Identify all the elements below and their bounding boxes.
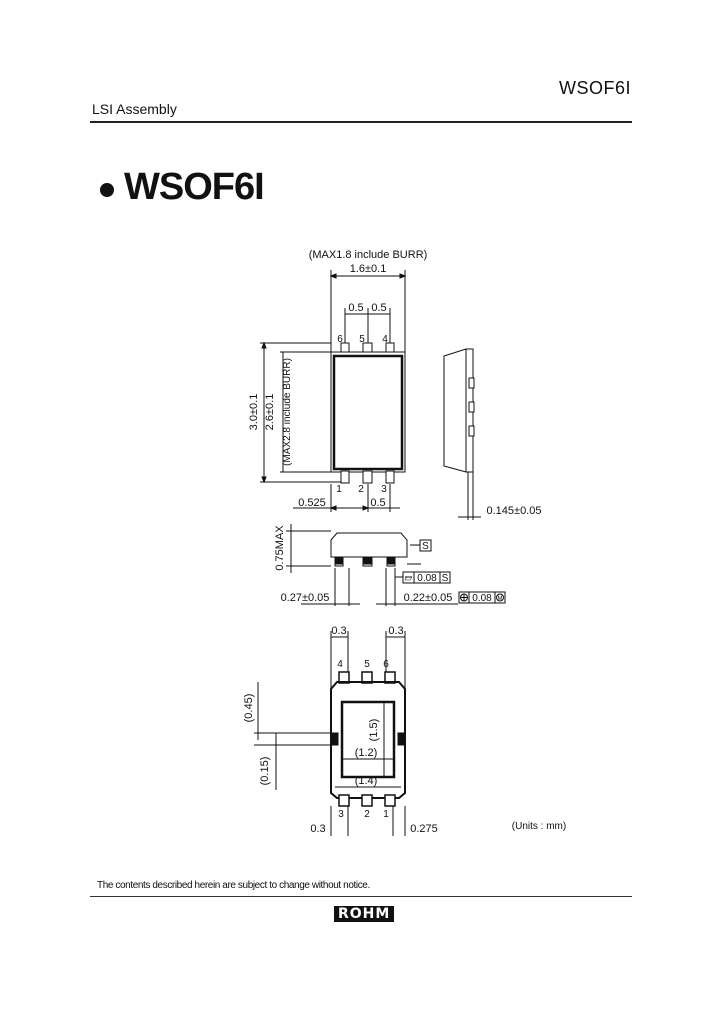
flatness-symbol: ⏥ [405, 573, 413, 584]
category-label: LSI Assembly [92, 101, 177, 117]
lead-width-dim: 0.22±0.05 [404, 592, 453, 604]
dim-15: (1.5) [368, 719, 380, 742]
height-outer-dim: 3.0±0.1 [248, 394, 260, 431]
lead-width-left-dim: 0.27±0.05 [281, 592, 330, 604]
package-code: WSOF6I [558, 78, 631, 98]
footprint-view [254, 631, 406, 836]
width-dim: 1.6±0.1 [350, 263, 387, 275]
page-title-text: WSOF6I [124, 166, 265, 208]
top-view [260, 270, 407, 512]
max-width-note: (MAX1.8 include BURR) [309, 249, 428, 261]
pin-label: 4 [382, 334, 388, 345]
page-title: WSOF6I [100, 166, 265, 209]
front-view [286, 524, 506, 606]
pin-label: 3 [338, 809, 344, 820]
units-note: (Units : mm) [512, 821, 566, 832]
pin-label: 2 [364, 809, 370, 820]
height-body-dim: 2.6±0.1 [264, 394, 276, 431]
dim-045: (0.45) [243, 694, 255, 723]
offset-left-dim: 0.525 [298, 497, 326, 509]
datum-label: S [422, 541, 429, 552]
max-height-note: (MAX2.8 include BURR) [282, 358, 293, 466]
pin-label: 5 [359, 334, 365, 345]
pitch-right-dim: 0.5 [371, 302, 386, 314]
pitch-left-dim: 0.5 [348, 302, 363, 314]
bottom-right-dim: 0.275 [410, 823, 438, 835]
flatness-datum: S [442, 573, 449, 584]
dim-14: (1.4) [355, 775, 378, 787]
bottom-left-dim: 0.3 [310, 823, 325, 835]
footer-notice: The contents described herein are subjec… [97, 880, 370, 891]
flatness-value: 0.08 [417, 573, 437, 584]
pin-label: 3 [381, 484, 387, 495]
top-right-dim: 0.3 [388, 625, 403, 637]
footer-rule [90, 896, 632, 897]
bullet-icon [100, 182, 114, 197]
brand-logo: ROHM [334, 906, 395, 922]
header-rule [90, 121, 632, 123]
pin-label: 6 [383, 659, 389, 670]
pin-label: 6 [337, 334, 343, 345]
pin-label: 2 [358, 484, 364, 495]
pin-label: 5 [364, 659, 370, 670]
dim-015: (0.15) [259, 757, 271, 786]
pitch-bottom-dim: 0.5 [370, 497, 385, 509]
pin-label: 1 [383, 809, 389, 820]
height-max-dim: 0.75MAX [274, 525, 286, 571]
position-tol-value: 0.08 [472, 593, 492, 604]
pin-label: 4 [337, 659, 343, 670]
mmc-symbol: M [498, 596, 503, 602]
pin-label: 1 [336, 484, 342, 495]
dim-12: (1.2) [355, 747, 378, 759]
side-view [443, 348, 481, 520]
lead-thickness-dim: 0.145±0.05 [487, 505, 542, 517]
top-left-dim: 0.3 [331, 625, 346, 637]
